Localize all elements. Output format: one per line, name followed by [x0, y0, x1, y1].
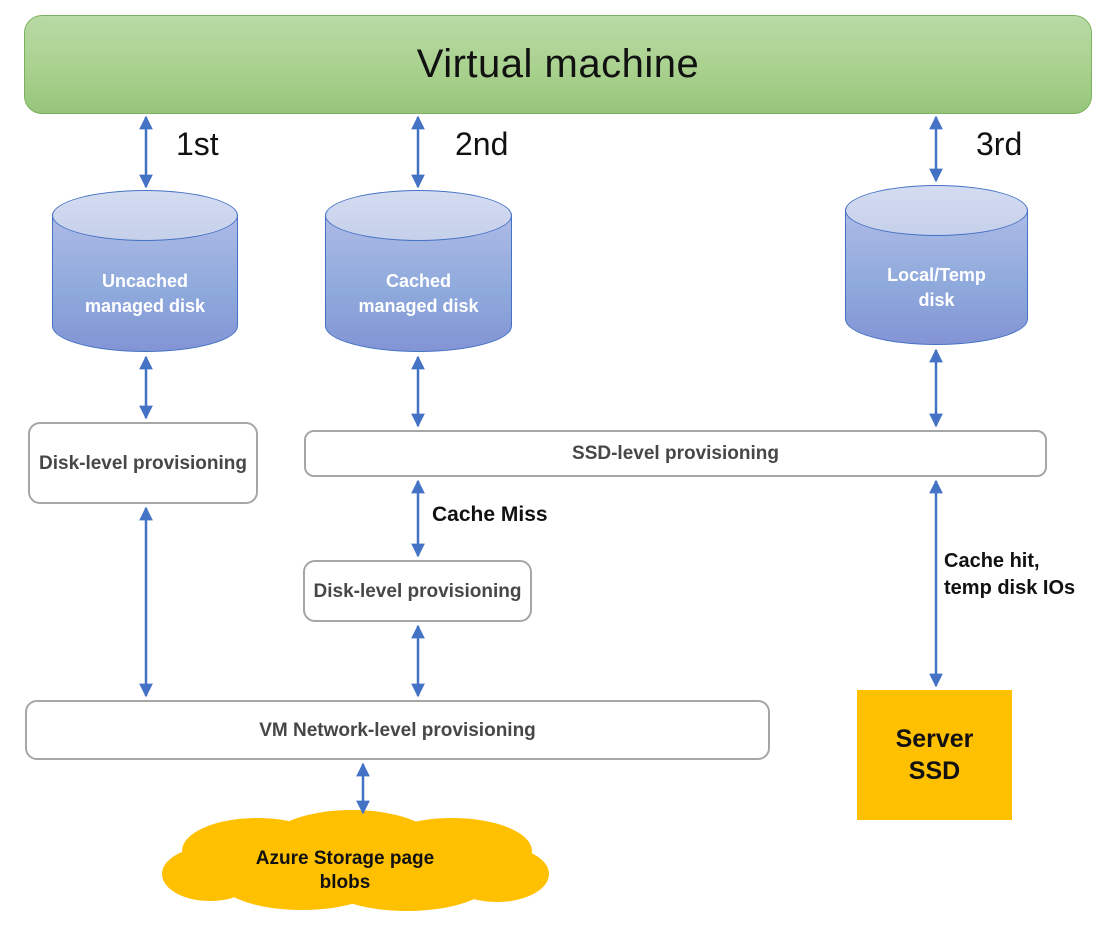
vm-network-level-provisioning-label: VM Network-level provisioning [259, 719, 536, 741]
server-ssd-label: Server SSD [895, 725, 974, 785]
cached-managed-disk-cylinder: Cached managed disk [325, 190, 512, 352]
virtual-machine-box: Virtual machine [24, 15, 1092, 114]
disk-level-provisioning-box-middle: Disk-level provisioning [303, 560, 532, 622]
disk-level-provisioning-label: Disk-level provisioning [39, 452, 247, 474]
cache-hit-annotation: Cache hit, temp disk IOs [944, 550, 1076, 599]
uncached-disk-label: Uncached managed disk [84, 271, 206, 316]
ssd-level-provisioning-label: SSD-level provisioning [572, 443, 779, 464]
cloud-icon [162, 810, 549, 911]
server-ssd-box: Server SSD [857, 690, 1012, 820]
cached-disk-label: Cached managed disk [358, 271, 479, 316]
cylinder-top [52, 190, 238, 241]
order-label-first: 1st [176, 126, 219, 162]
order-label-second: 2nd [455, 126, 509, 162]
cylinder-top [845, 185, 1028, 236]
local-temp-disk-cylinder: Local/Temp disk [845, 185, 1028, 345]
cache-miss-annotation: Cache Miss [432, 503, 548, 526]
azure-storage-page-blobs-label: Azure Storage page blobs [255, 848, 435, 893]
vm-network-level-provisioning-box: VM Network-level provisioning [25, 700, 770, 760]
ssd-level-provisioning-box: SSD-level provisioning [304, 430, 1047, 477]
cylinder-top [325, 190, 512, 241]
order-label-third: 3rd [976, 126, 1023, 162]
virtual-machine-title: Virtual machine [416, 42, 700, 86]
local-temp-disk-label: Local/Temp disk [887, 265, 986, 310]
disk-level-provisioning-label: Disk-level provisioning [313, 580, 522, 602]
disk-level-provisioning-box-left: Disk-level provisioning [28, 422, 258, 504]
azure-storage-cloud-shape [152, 806, 562, 924]
uncached-managed-disk-cylinder: Uncached managed disk [52, 190, 238, 352]
